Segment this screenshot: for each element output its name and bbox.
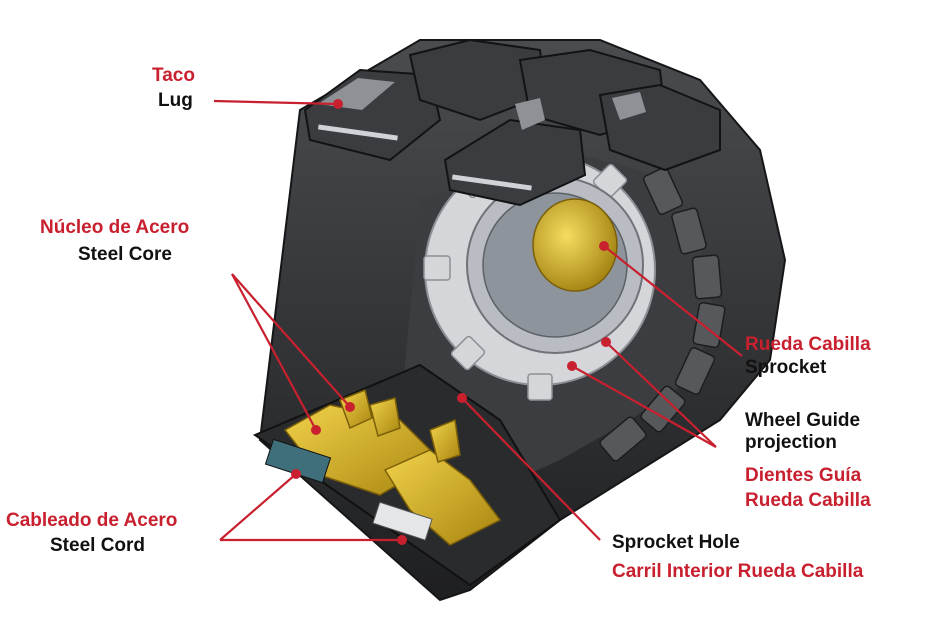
steel-cord-strips-top <box>317 124 532 191</box>
wheel-guide-label-es-2: Rueda Cabilla <box>745 490 871 511</box>
inner-track-ribs <box>599 167 726 462</box>
lug-label-es: Taco <box>152 65 195 86</box>
sprocket-hole-label-en: Sprocket Hole <box>612 532 740 553</box>
lug-blocks <box>303 38 721 207</box>
steel-cord-label-en: Steel Cord <box>50 535 146 556</box>
leader-markers <box>291 99 611 545</box>
lug-label-en: Lug <box>158 90 193 111</box>
leader-lines <box>213 99 743 542</box>
steel-core <box>283 388 502 546</box>
sprocket-hub <box>532 198 618 292</box>
sprocket-label-en: Sprocket <box>745 357 827 378</box>
steel-cord-ends <box>264 438 433 541</box>
wheel-guide-label-en-text: Wheel Guide projection <box>745 410 861 453</box>
wheel-guide-label-en: Wheel Guide projection <box>745 410 915 454</box>
steel-core-label-es: Núcleo de Acero <box>40 217 190 238</box>
steel-cord-label-es: Cableado de Acero <box>6 510 178 531</box>
sprocket-hole-label-es: Carril Interior Rueda Cabilla <box>612 561 864 582</box>
sprocket-wheel <box>423 139 656 401</box>
sprocket-label-es: Rueda Cabilla <box>745 334 871 355</box>
steel-core-label-en: Steel Core <box>78 244 172 265</box>
wheel-guide-label-es-1: Dientes Guía <box>745 465 862 486</box>
